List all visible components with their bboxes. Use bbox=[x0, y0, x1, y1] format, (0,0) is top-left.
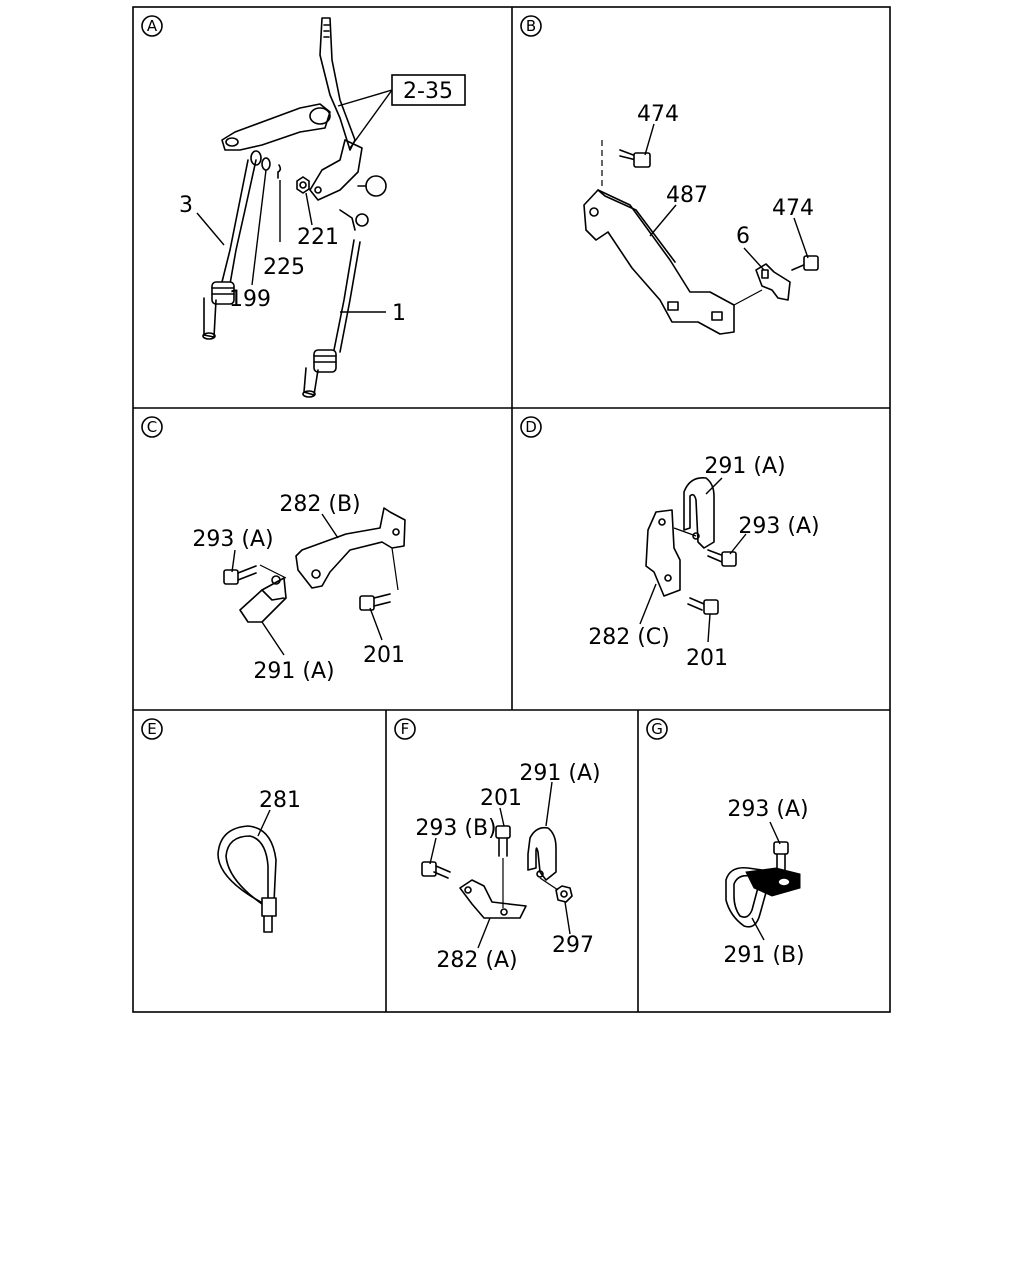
panel-frame bbox=[132, 6, 891, 1013]
panel-c-marker: C bbox=[141, 416, 163, 438]
callout-281: 281 bbox=[259, 788, 301, 813]
svg-text:B: B bbox=[526, 17, 536, 35]
callout-297: 297 bbox=[552, 933, 594, 958]
panel-f: F 291 (A) 201 bbox=[394, 718, 601, 973]
bolt-474-top bbox=[619, 149, 651, 168]
panel-g: G 293 (A) 291 (B) bbox=[646, 718, 809, 968]
callout-6: 6 bbox=[736, 224, 750, 249]
panel-a: A bbox=[141, 15, 466, 398]
callout-293a: 293 (A) bbox=[192, 527, 273, 552]
clamp-291b bbox=[725, 866, 801, 928]
bolt-293b bbox=[421, 861, 451, 879]
bolt-201 bbox=[359, 593, 391, 611]
bolt-201-f bbox=[495, 825, 511, 857]
callout-282a: 282 (A) bbox=[436, 948, 517, 973]
callout-201-f: 201 bbox=[480, 786, 522, 811]
bracket-282a bbox=[459, 879, 527, 919]
callout-474-top: 474 bbox=[637, 102, 679, 127]
svg-text:E: E bbox=[147, 720, 156, 738]
callout-291a: 291 (A) bbox=[253, 659, 334, 684]
callout-3: 3 bbox=[179, 193, 193, 218]
clip-6 bbox=[755, 263, 791, 301]
bracket-282b bbox=[295, 507, 406, 589]
callout-293a-d: 293 (A) bbox=[738, 514, 819, 539]
callout-box-2-35 bbox=[391, 74, 466, 106]
panel-f-marker: F bbox=[394, 718, 416, 740]
bolt-474-right bbox=[791, 255, 819, 271]
panel-a-marker: A bbox=[141, 15, 163, 37]
callout-474-right: 474 bbox=[772, 196, 814, 221]
bolt-293a-d bbox=[707, 549, 737, 567]
svg-text:A: A bbox=[147, 17, 158, 35]
callout-199: 199 bbox=[229, 287, 271, 312]
callout-282c: 282 (C) bbox=[588, 625, 670, 650]
callout-291a-d: 291 (A) bbox=[704, 454, 785, 479]
panel-g-marker: G bbox=[646, 718, 668, 740]
bracket-487 bbox=[583, 189, 735, 335]
callout-293a-g: 293 (A) bbox=[727, 797, 808, 822]
cable-tie-281 bbox=[217, 825, 277, 933]
callout-225: 225 bbox=[263, 255, 305, 280]
callout-201-d: 201 bbox=[686, 646, 728, 671]
callout-291b: 291 (B) bbox=[723, 943, 804, 968]
callout-293b: 293 (B) bbox=[415, 816, 496, 841]
bolt-293a bbox=[223, 565, 257, 585]
callout-201: 201 bbox=[363, 643, 405, 668]
clamp-291a-f bbox=[527, 826, 557, 881]
callout-487: 487 bbox=[666, 183, 708, 208]
clamp-291a-d bbox=[683, 476, 715, 549]
svg-text:G: G bbox=[651, 720, 663, 738]
panel-d-marker: D bbox=[520, 416, 542, 438]
callout-1: 1 bbox=[392, 301, 406, 326]
callout-291a-f: 291 (A) bbox=[519, 761, 600, 786]
callout-2-35: 2-35 bbox=[403, 79, 453, 104]
svg-text:F: F bbox=[401, 720, 410, 738]
panel-c: C 282 (B) 293 (A) 201 291 (A) bbox=[141, 416, 406, 684]
shift-lever-assembly bbox=[202, 17, 387, 398]
bracket-282c bbox=[645, 509, 681, 597]
panel-e: E 281 bbox=[141, 718, 301, 933]
panel-d: D 291 (A) 293 (A) 282 (C) 201 bbox=[520, 416, 820, 671]
svg-text:D: D bbox=[525, 418, 537, 436]
bolt-293a-g bbox=[773, 841, 789, 871]
clamp-291a bbox=[239, 575, 287, 623]
panel-e-marker: E bbox=[141, 718, 163, 740]
bolt-201-d bbox=[687, 597, 719, 615]
nut-297 bbox=[555, 885, 573, 903]
panel-b-marker: B bbox=[520, 15, 542, 37]
callout-282b: 282 (B) bbox=[279, 492, 360, 517]
svg-text:C: C bbox=[147, 418, 157, 436]
callout-221: 221 bbox=[297, 225, 339, 250]
panel-b: B 474 487 474 6 bbox=[520, 15, 819, 335]
